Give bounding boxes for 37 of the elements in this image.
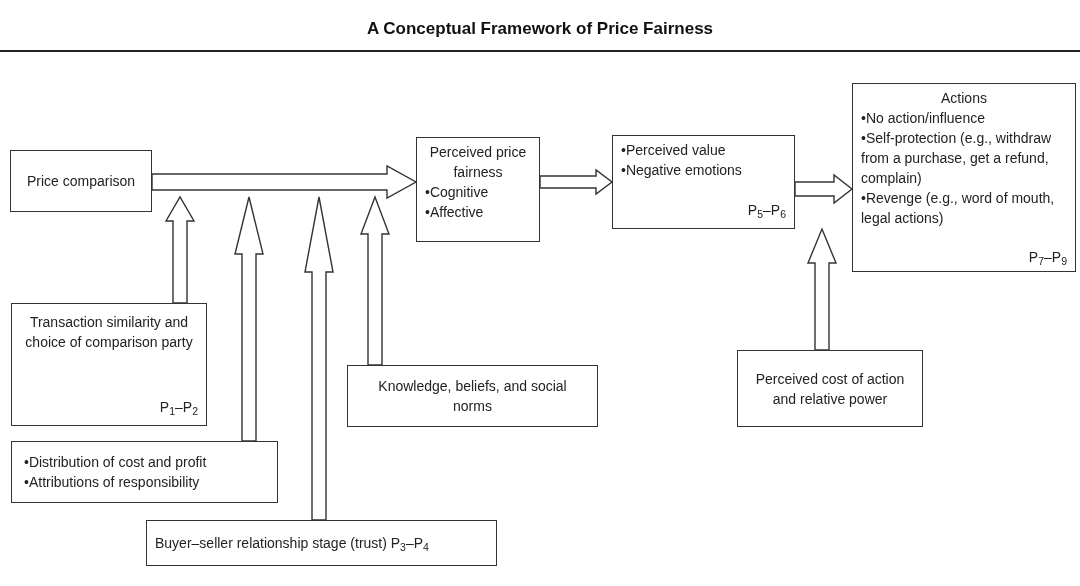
box-text: Perceived cost of action and relative power <box>754 369 906 409</box>
text-box <box>11 441 278 503</box>
box-text: Knowledge, beliefs, and social norms <box>377 377 568 416</box>
box-text: •Distribution of cost and profit <box>24 453 208 472</box>
text-box <box>347 365 598 427</box>
block-arrow <box>794 173 854 205</box>
block-arrow <box>806 227 838 351</box>
text-box <box>416 137 540 242</box>
box-text: P$_{7}$–P$_{9}$ <box>1027 248 1067 267</box>
text-box <box>11 303 207 426</box>
box-text: •Attributions of responsibility <box>24 473 201 492</box>
box-text: •Self-protection (e.g., withdraw from a purchase, get a refund, complain) <box>861 129 1053 188</box>
box-text: Price comparison <box>25 172 137 191</box>
block-arrow <box>164 195 196 304</box>
block-arrow <box>360 195 390 366</box>
box-text: •Negative emotions <box>621 161 743 180</box>
box-text: •No action/influence <box>861 109 986 128</box>
text-box <box>146 520 497 566</box>
diagram-title: A Conceptual Framework of Price Fairness <box>366 18 714 40</box>
block-arrow <box>151 164 418 200</box>
box-text: •Revenge (e.g., word of mouth, legal actions) <box>861 189 1056 228</box>
text-box <box>852 83 1076 272</box>
box-text: Perceived price fairness <box>428 143 528 182</box>
text-box <box>10 150 152 212</box>
box-text: Actions <box>940 89 988 108</box>
text-box <box>612 135 795 229</box>
block-arrow <box>234 196 264 442</box>
box-text: •Cognitive <box>425 183 490 202</box>
box-text: Transaction similarity and choice of comparison party <box>24 313 194 352</box>
text-box <box>737 350 923 427</box>
box-text: Buyer–seller relationship stage (trust) P$_{3}$–P$_{4}$ <box>155 534 430 553</box>
box-text: P$_{1}$–P$_{2}$ <box>158 398 198 417</box>
block-arrow <box>304 196 334 521</box>
block-arrow <box>539 168 614 196</box>
box-text: •Affective <box>425 203 485 222</box>
box-text: P$_{5}$–P$_{6}$ <box>746 201 786 220</box>
box-text: •Perceived value <box>621 141 727 160</box>
